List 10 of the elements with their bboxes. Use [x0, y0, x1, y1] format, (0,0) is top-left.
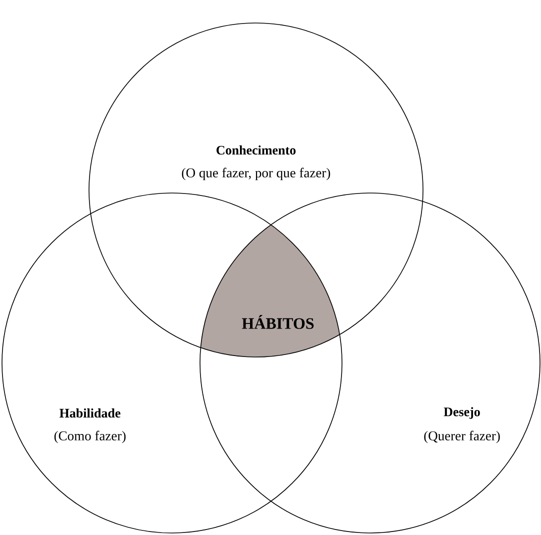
- circle-subtitle: (Como fazer): [54, 430, 126, 444]
- circle: [200, 192, 540, 534]
- circle: [88, 22, 424, 358]
- circle-heading: Desejo: [444, 407, 480, 419]
- circle-heading: Conhecimento: [216, 145, 296, 155]
- circle-subtitle: (O que fazer, por que fazer): [182, 168, 330, 180]
- circle-heading: Habilidade: [60, 408, 120, 418]
- circle-subtitle: (Querer fazer): [424, 430, 500, 444]
- circle: [2, 192, 342, 534]
- shaded-region: HÁBITOS: [200, 222, 342, 357]
